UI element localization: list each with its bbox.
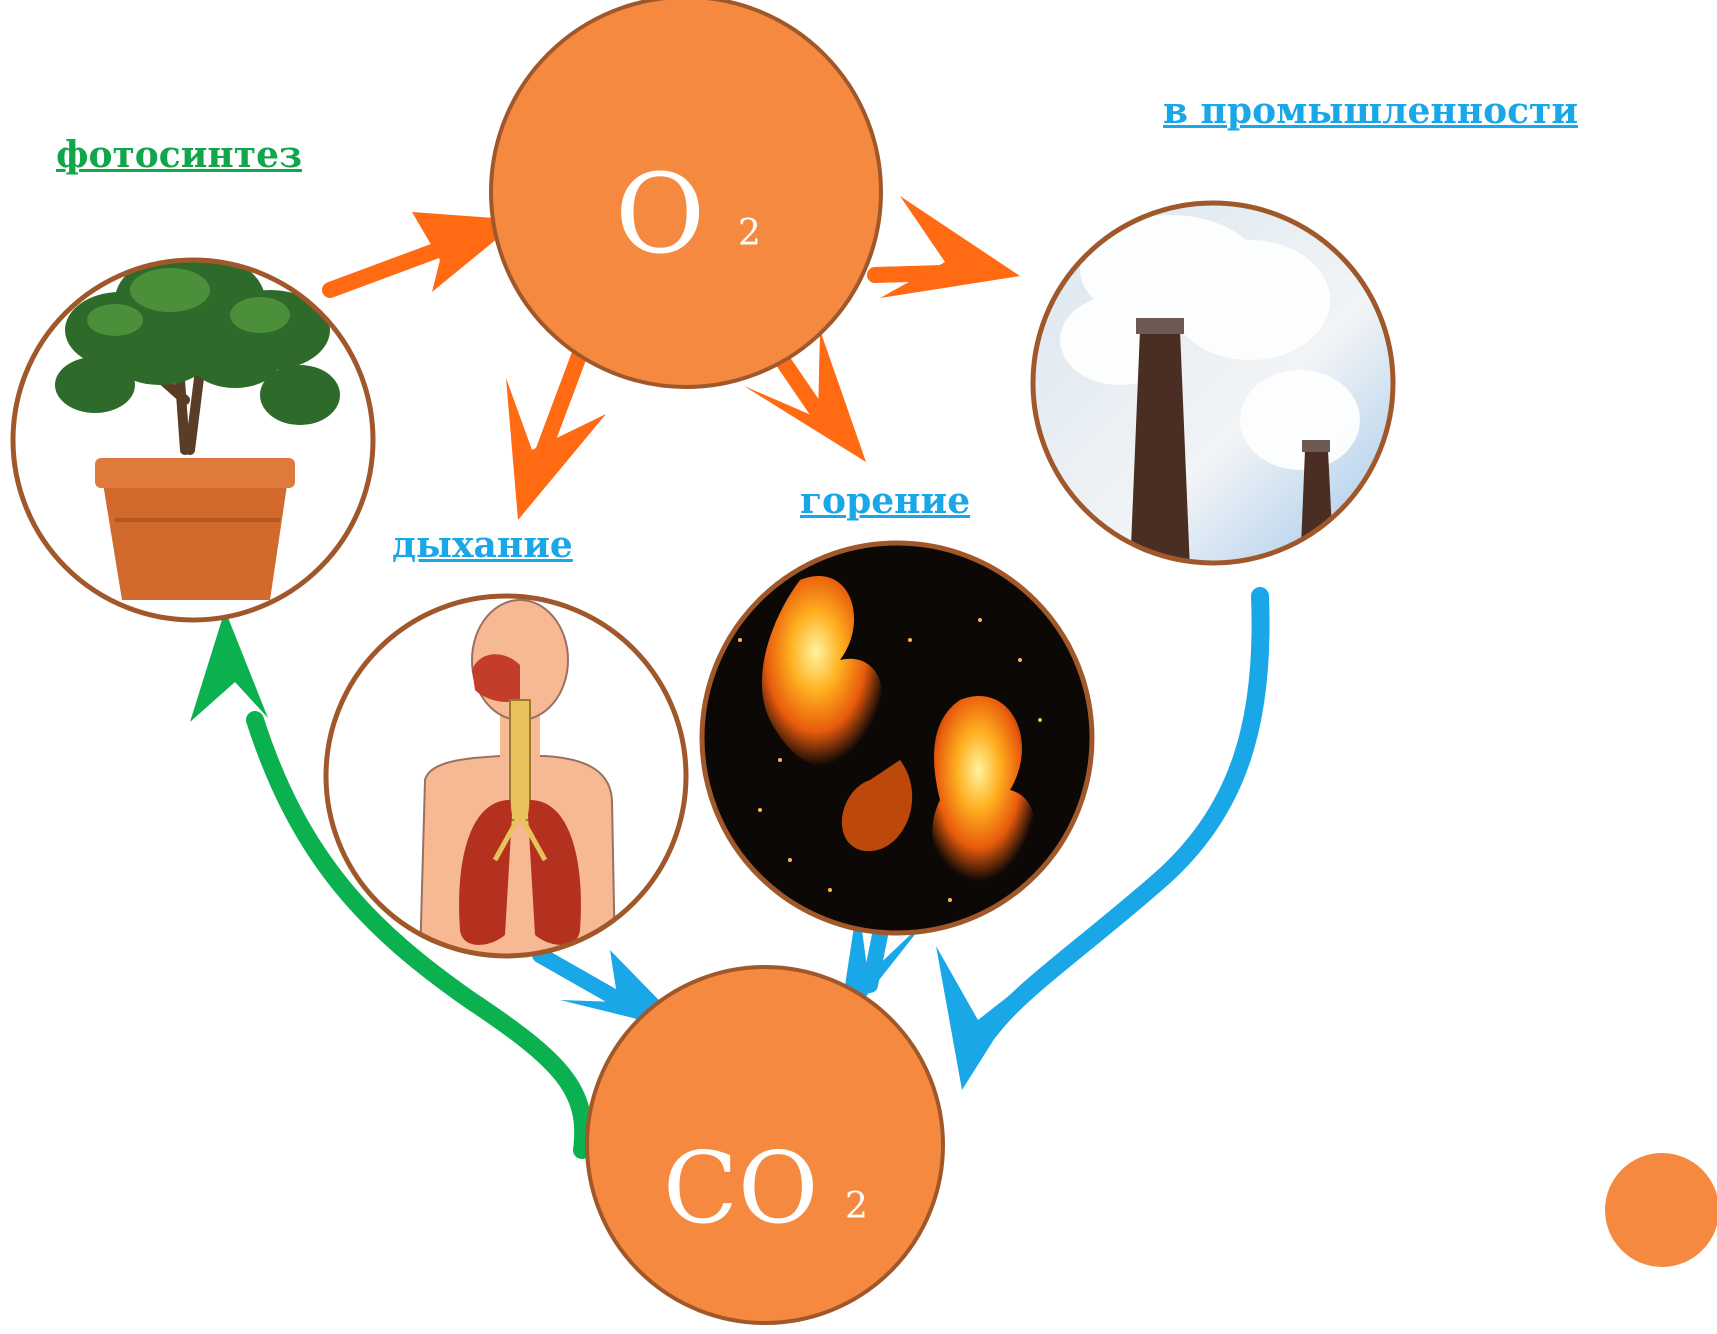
decorative-dot — [1605, 1153, 1717, 1267]
plant-picture — [10, 257, 376, 623]
arrow-co2-to-plant — [190, 610, 593, 1159]
co2-symbol: CO — [663, 1132, 818, 1246]
o2-subscript: 2 — [738, 213, 761, 254]
label-photosynthesis[interactable]: фотосинтез — [56, 134, 302, 176]
respiration-picture — [323, 593, 689, 959]
label-industry[interactable]: в промышленности — [1163, 90, 1579, 132]
arrow-plant-to-o2 — [322, 212, 520, 298]
arrow-industry-to-co2 — [936, 587, 1270, 1090]
factory-chimney-icon — [1060, 215, 1360, 563]
combustion-picture — [699, 540, 1095, 936]
label-respiration[interactable]: дыхание — [392, 524, 573, 566]
carbon-dioxide-molecule: CO 2 — [585, 965, 945, 1325]
arrow-o2-to-industry — [867, 196, 1020, 298]
potted-plant-icon — [55, 260, 340, 600]
co2-subscript: 2 — [845, 1186, 868, 1227]
label-combustion[interactable]: горение — [800, 480, 971, 522]
oxygen-molecule: O 2 — [489, 0, 883, 389]
industry-picture — [1030, 200, 1396, 566]
o2-symbol: O — [615, 150, 705, 278]
fire-icon — [738, 576, 1042, 902]
respiratory-system-icon — [418, 599, 617, 956]
arrow-o2-to-respiration — [506, 332, 606, 520]
o2-arrows — [322, 196, 1020, 520]
